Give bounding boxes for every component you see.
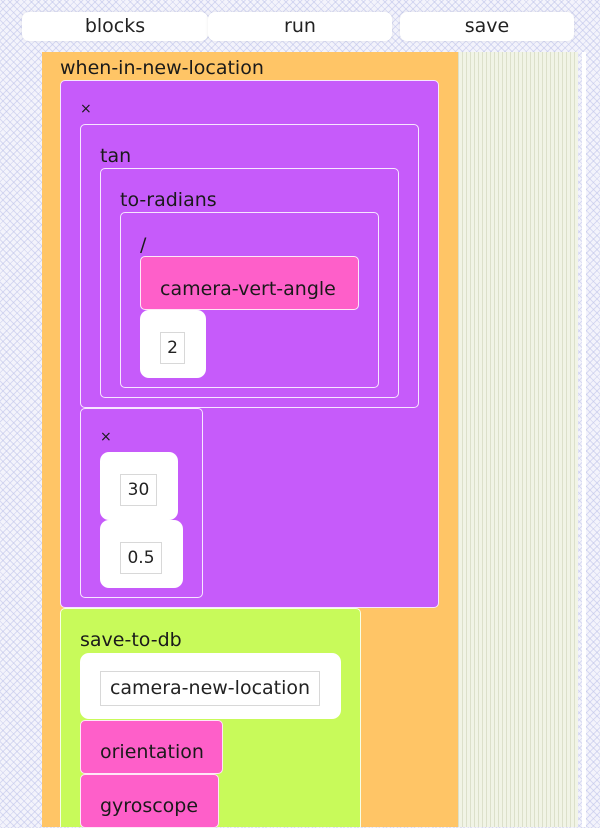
tan-block-label: tan: [100, 145, 132, 167]
orientation-label: orientation: [100, 741, 204, 763]
camera-vert-angle-block[interactable]: [140, 256, 359, 310]
save-to-db-label: save-to-db: [80, 629, 182, 651]
divisor-value-field[interactable]: 2: [160, 332, 185, 364]
orientation-block[interactable]: [80, 720, 223, 774]
location-name-value-field[interactable]: camera-new-location: [100, 671, 320, 706]
camera-vert-angle-label: camera-vert-angle: [160, 278, 336, 300]
to-radians-block-label: to-radians: [120, 189, 217, 211]
run-button[interactable]: run: [208, 12, 392, 41]
workspace-scrollbar[interactable]: [582, 52, 586, 827]
gyroscope-label: gyroscope: [100, 795, 199, 817]
factor-a-value-field[interactable]: 30: [120, 474, 157, 506]
factor-b-value-field[interactable]: 0.5: [120, 542, 162, 574]
gyroscope-block[interactable]: [80, 774, 219, 828]
event-block-label: when-in-new-location: [60, 57, 264, 79]
tab-blocks[interactable]: blocks: [22, 12, 208, 41]
multiply-operator-label: ×: [80, 101, 92, 117]
multiply-inner-operator-label: ×: [100, 429, 112, 445]
divide-operator-label: /: [140, 234, 147, 256]
save-button[interactable]: save: [400, 12, 574, 41]
workspace-side-lane: [458, 52, 578, 827]
